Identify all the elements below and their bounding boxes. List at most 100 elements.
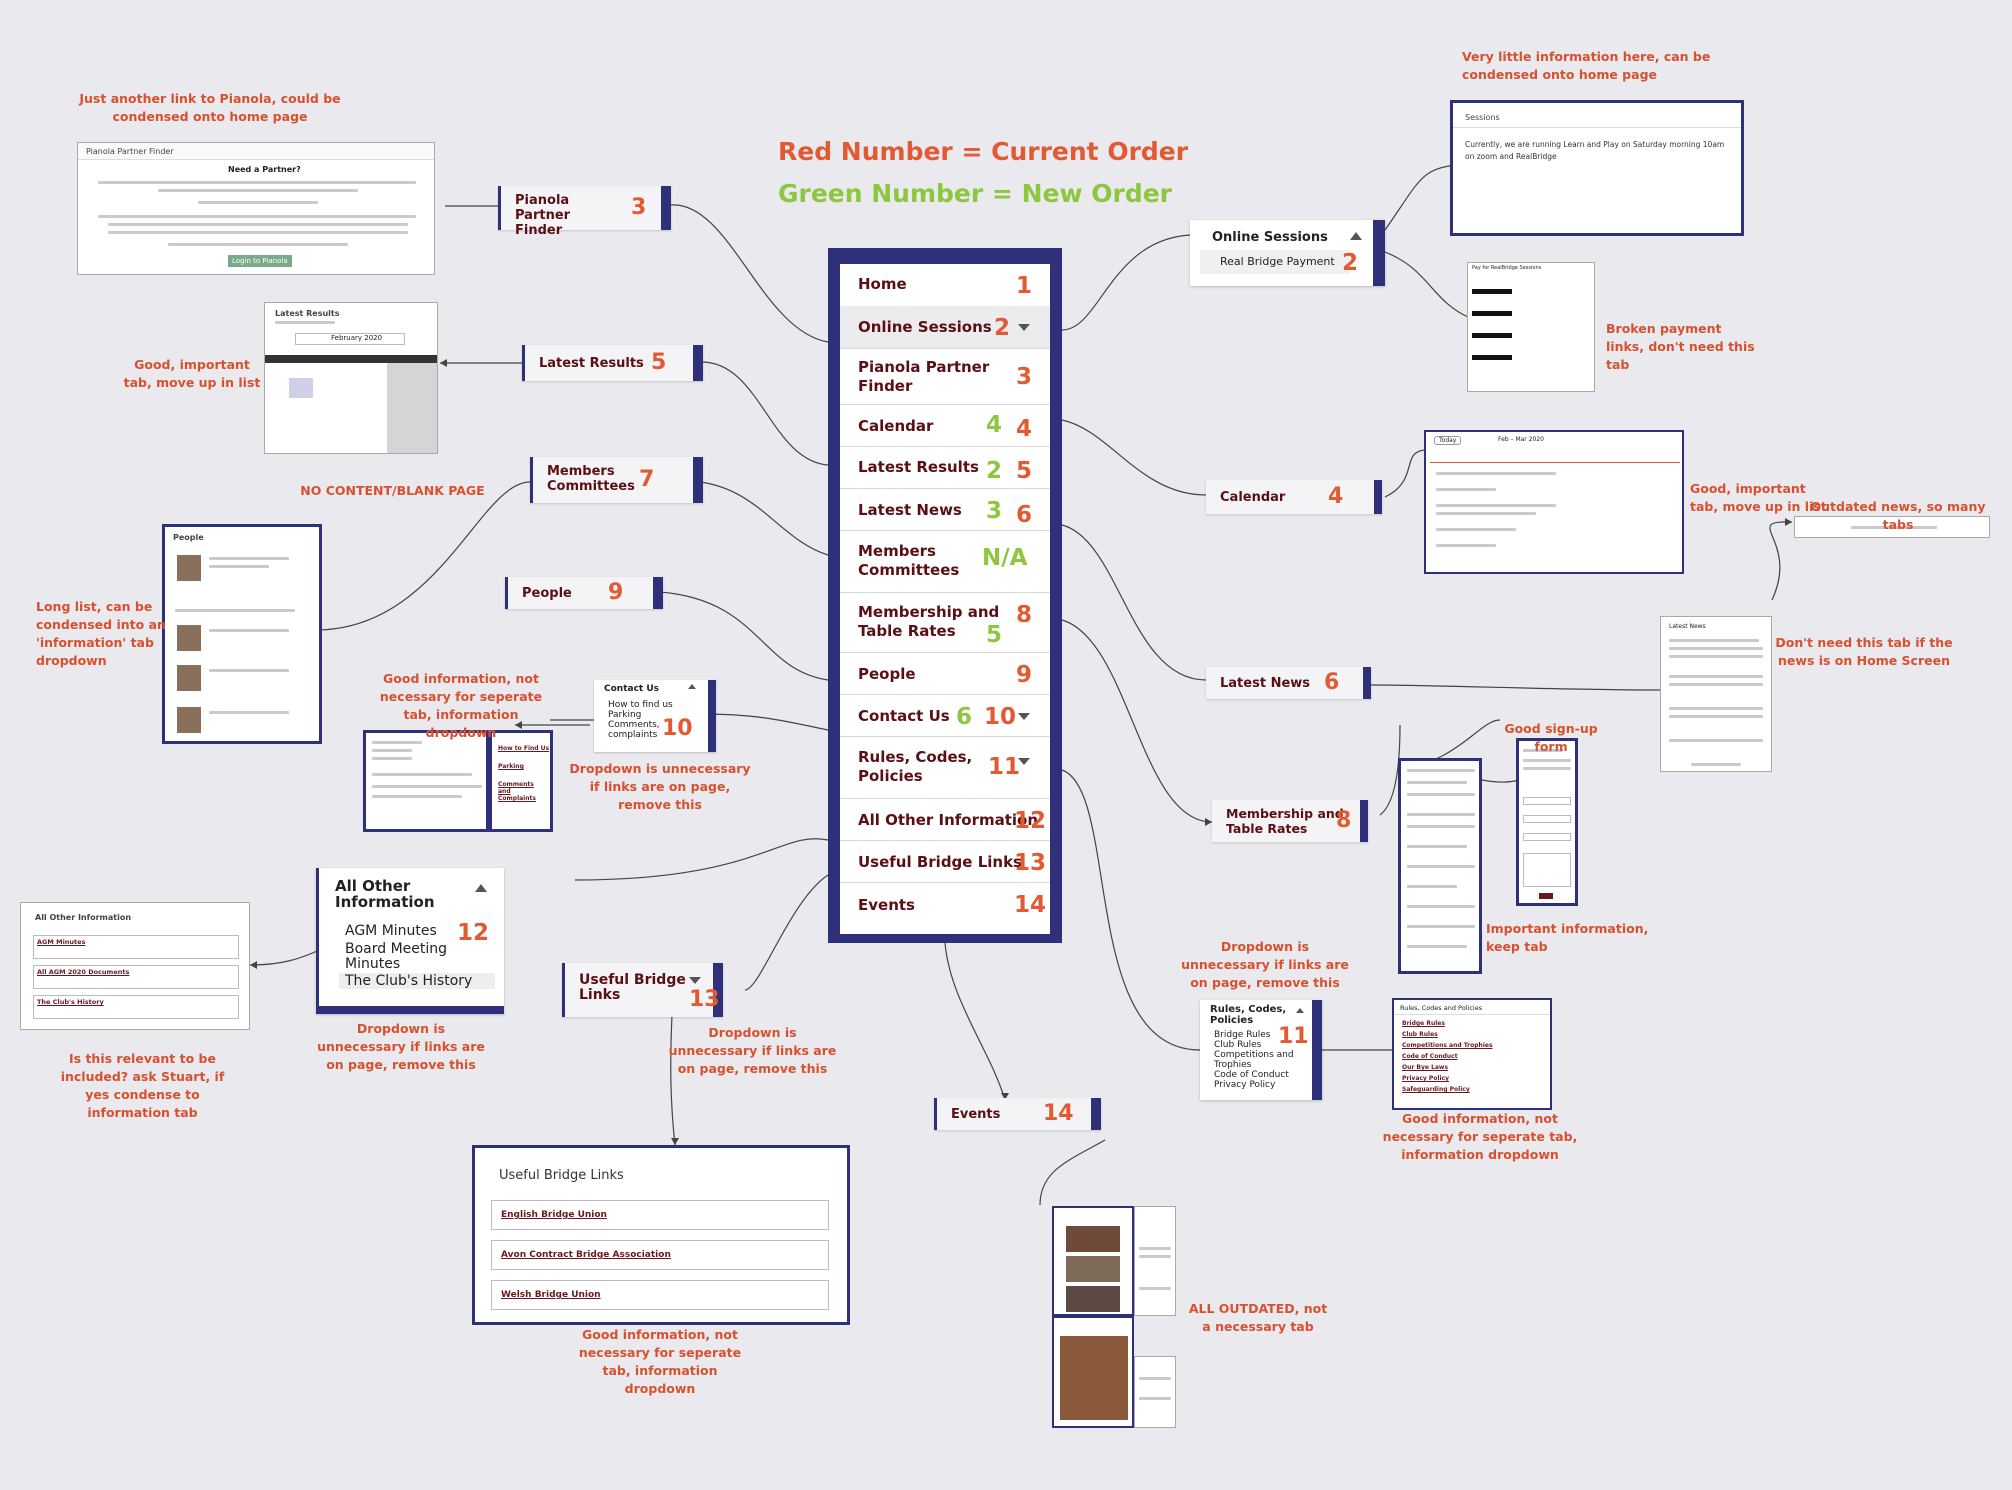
red-number: 14: [1043, 1101, 1074, 1126]
note-people: Long list, can be condensed into an 'inf…: [36, 599, 166, 668]
red-number: 1: [1016, 273, 1033, 299]
menu-item-label: Events: [858, 896, 915, 914]
chevron-down-icon[interactable]: [1018, 713, 1030, 720]
menu-item-home[interactable]: Home 1: [840, 264, 1050, 307]
thumbnail-events-4: [1134, 1356, 1176, 1428]
tab-other-information[interactable]: All Other Information 12 AGM Minutes Boa…: [316, 868, 504, 1014]
tab-useful-links[interactable]: Useful Bridge Links 13: [562, 963, 723, 1017]
red-number: 3: [1016, 364, 1033, 390]
chevron-down-icon[interactable]: [689, 977, 701, 984]
thumbnail-pianola-page: Pianola Partner Finder Need a Partner? L…: [77, 142, 435, 275]
tab-calendar[interactable]: Calendar 4: [1206, 480, 1382, 514]
menu-item-latest-news[interactable]: Latest News 3 6: [840, 488, 1050, 531]
dropdown-item-payment[interactable]: Real Bridge Payment: [1220, 255, 1335, 268]
tab-label: Calendar: [1220, 490, 1286, 505]
menu-item-members-committees[interactable]: Members Committees N/A: [840, 530, 1050, 593]
note-rules-top: Dropdown is unnecessary if links are on …: [1181, 939, 1349, 990]
tab-latest-news[interactable]: Latest News 6: [1206, 667, 1371, 699]
tab-members-committees[interactable]: Members Committees 7: [530, 457, 703, 503]
tab-label: Rules, Codes, Policies: [1210, 1004, 1287, 1026]
thumbnail-other-info: All Other Information AGM Minutes All AG…: [20, 902, 250, 1030]
red-number: 7: [639, 467, 655, 492]
red-number: 2: [994, 315, 1011, 341]
dropdown-highlight: [1200, 250, 1350, 274]
note-online: Very little information here, can be con…: [1462, 49, 1711, 82]
dropdown-item-history[interactable]: The Club's History: [339, 973, 495, 989]
tab-pianola[interactable]: Pianola Partner Finder 3: [498, 186, 671, 238]
menu-item-people[interactable]: People 9: [840, 652, 1050, 695]
thumbnail-news-tabs: [1794, 516, 1990, 538]
tab-label: Useful Bridge Links: [579, 972, 686, 1003]
note-pianola: Just another link to Pianola, could be c…: [79, 91, 341, 124]
dropdown-item-board[interactable]: Board Meeting Minutes: [345, 941, 448, 972]
note-members: NO CONTENT/BLANK PAGE: [300, 483, 485, 498]
green-number: N/A: [982, 545, 1028, 571]
note-membership: Important information, keep tab: [1486, 921, 1649, 954]
tab-label: Latest Results: [539, 356, 644, 371]
red-number: 8: [1016, 602, 1033, 628]
tab-membership[interactable]: Membership and Table Rates 8: [1212, 800, 1368, 842]
note-news: Don't need this tab if the news is on Ho…: [1775, 635, 1953, 668]
chevron-down-icon[interactable]: [1018, 324, 1030, 331]
menu-item-contact-us[interactable]: Contact Us 6 10: [840, 694, 1050, 737]
menu-list: Home 1 Online Sessions 2 Pianola Partner…: [840, 264, 1050, 934]
menu-item-useful-links[interactable]: Useful Bridge Links 13: [840, 840, 1050, 883]
note-events: ALL OUTDATED, not a necessary tab: [1188, 1301, 1328, 1334]
tab-online-sessions[interactable]: Online Sessions Real Bridge Payment 2: [1190, 220, 1385, 286]
red-number: 11: [988, 754, 1021, 780]
menu-item-online-sessions[interactable]: Online Sessions 2: [840, 306, 1050, 349]
menu-item-label: Useful Bridge Links: [858, 853, 1022, 871]
red-number: 11: [1278, 1024, 1309, 1049]
tab-people[interactable]: People 9: [505, 577, 663, 609]
thumbnail-events-1: [1052, 1206, 1134, 1316]
red-number: 6: [1016, 502, 1033, 528]
menu-item-label: Rules, Codes, Policies: [858, 748, 973, 785]
dropdown-items: How to find us Parking Comments, complai…: [608, 700, 673, 740]
chevron-down-icon[interactable]: [1018, 758, 1030, 765]
thumbnail-sessions: Sessions Currently, we are running Learn…: [1450, 100, 1744, 236]
menu-item-label: People: [858, 665, 916, 683]
dropdown-item-agm[interactable]: AGM Minutes: [345, 923, 437, 939]
tab-label: Latest News: [1220, 676, 1311, 691]
menu-item-other-info[interactable]: All Other Information 12: [840, 798, 1050, 841]
thumbnail-contact-page: How to Find Us Parking Comments and Comp…: [363, 730, 553, 832]
menu-item-rules[interactable]: Rules, Codes, Policies 11: [840, 736, 1050, 799]
chevron-up-icon[interactable]: [475, 884, 487, 892]
menu-item-label: Members Committees: [858, 542, 960, 579]
tab-label: Membership and Table Rates: [1226, 806, 1344, 836]
tab-label: Events: [951, 1107, 1001, 1122]
note-rules-bottom: Good information, not necessary for sepe…: [1382, 1111, 1578, 1162]
menu-item-events[interactable]: Events 14: [840, 882, 1050, 924]
menu-item-label: Calendar: [858, 417, 934, 435]
red-number: 10: [662, 716, 693, 741]
menu-item-pianola[interactable]: Pianola Partner Finder 3: [840, 348, 1050, 405]
tab-contact-us[interactable]: Contact Us How to find us Parking Commen…: [594, 680, 716, 752]
menu-item-membership[interactable]: Membership and Table Rates 8 5: [840, 592, 1050, 653]
menu-item-calendar[interactable]: Calendar 4 4: [840, 404, 1050, 447]
chevron-up-icon[interactable]: [688, 684, 696, 689]
chevron-up-icon[interactable]: [1350, 232, 1362, 240]
thumbnail-latest-news: Latest News: [1660, 616, 1772, 772]
menu-item-label: Latest News: [858, 501, 962, 519]
menu-item-label: Contact Us: [858, 707, 950, 725]
tab-events[interactable]: Events 14: [934, 1098, 1101, 1130]
note-outdated: Outdated news, so many tabs: [1810, 499, 1986, 532]
legend-green: Green Number = New Order: [778, 179, 1173, 208]
menu-item-label: Membership and Table Rates: [858, 603, 1000, 640]
note-other-bottom: Dropdown is unnecessary if links are on …: [317, 1021, 485, 1072]
note-results: Good, important tab, move up in list: [123, 357, 261, 390]
red-number: 8: [1336, 808, 1352, 833]
tab-label: All Other Information: [335, 877, 435, 911]
menu-item-label: Home: [858, 275, 907, 293]
thumbnail-useful-links: Useful Bridge Links English Bridge Union…: [472, 1145, 850, 1325]
chevron-up-icon[interactable]: [1296, 1008, 1304, 1013]
dropdown-items: Bridge Rules Club Rules Competitions and…: [1214, 1030, 1294, 1090]
central-menu: Home 1 Online Sessions 2 Pianola Partner…: [828, 248, 1062, 943]
note-other-left: Is this relevant to be included? ask Stu…: [60, 1051, 225, 1120]
login-button[interactable]: Login to Pianola: [228, 255, 292, 267]
green-number: 4: [986, 412, 1003, 438]
legend-red: Red Number = Current Order: [778, 137, 1189, 166]
menu-item-latest-results[interactable]: Latest Results 2 5: [840, 446, 1050, 489]
tab-latest-results[interactable]: Latest Results 5: [522, 345, 703, 381]
tab-rules[interactable]: Rules, Codes, Policies Bridge Rules Club…: [1200, 1000, 1322, 1100]
